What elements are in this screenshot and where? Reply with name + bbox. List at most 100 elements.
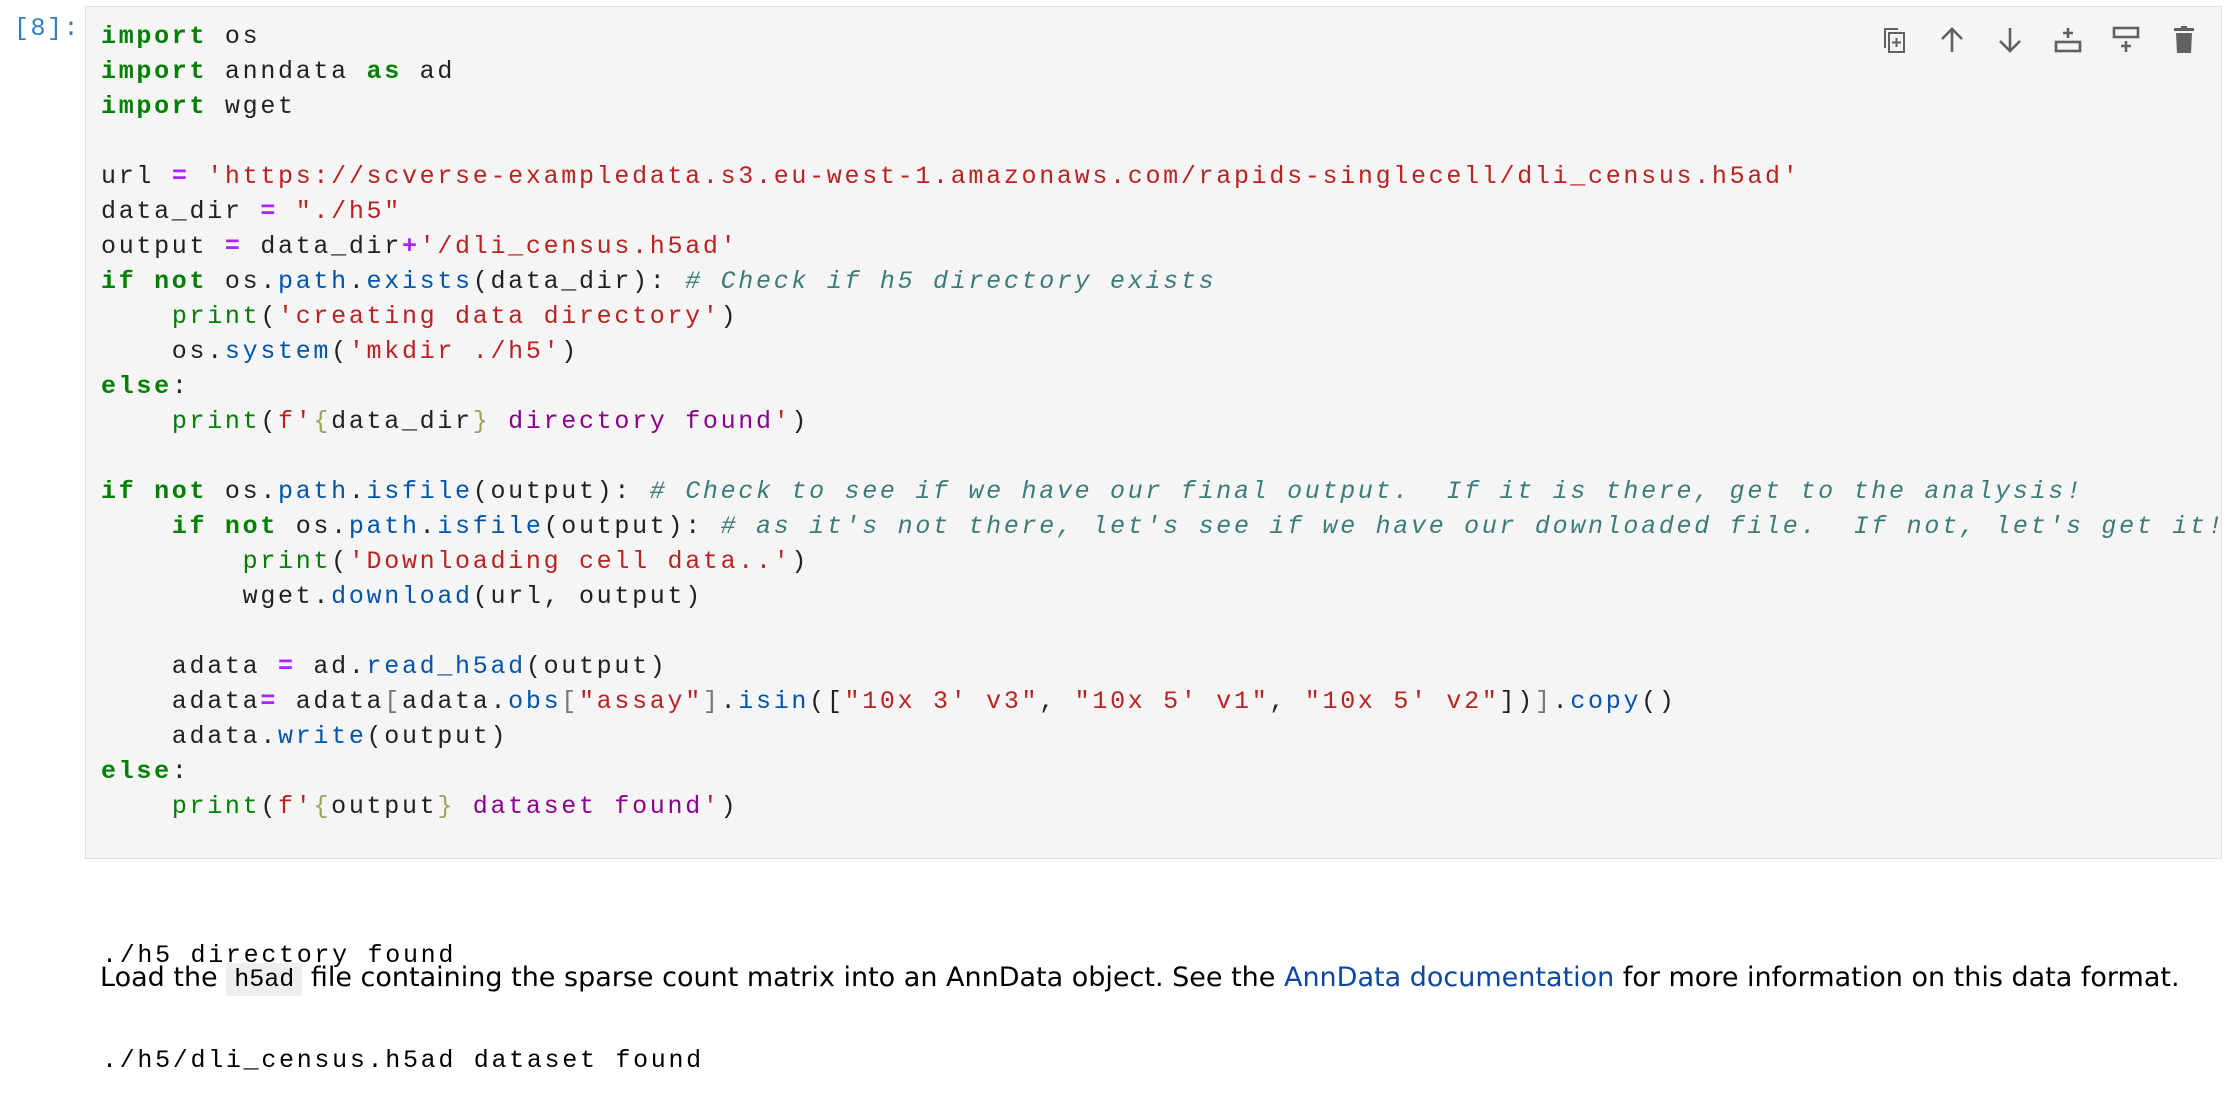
- md-text: Load the: [100, 962, 227, 993]
- code-token: 'https://scverse-exampledata.s3.eu-west-…: [207, 162, 1801, 191]
- code-token: [278, 197, 296, 226]
- code-token: adata: [278, 687, 385, 716]
- code-token: # Check to see if we have our final outp…: [649, 477, 2084, 506]
- code-token: =: [260, 687, 279, 716]
- insert-above-button[interactable]: [2051, 23, 2085, 57]
- markdown-cell: Load the h5ad file containing the sparse…: [100, 962, 2180, 996]
- code-token: ]: [702, 687, 721, 716]
- code-token: output: [101, 232, 225, 261]
- code-token: {: [313, 792, 332, 821]
- code-line: print(f'{data_dir} directory found'): [101, 404, 2225, 439]
- code-token: isin: [738, 687, 810, 716]
- code-token: ad.: [295, 652, 367, 681]
- code-token: ]: [1534, 687, 1553, 716]
- code-token: f': [278, 792, 314, 821]
- code-token: (): [1641, 687, 1677, 716]
- code-line: import wget: [101, 89, 2225, 124]
- code-token: ([: [809, 687, 845, 716]
- code-token: output: [331, 792, 438, 821]
- code-token: not: [154, 477, 208, 506]
- output-line: ./h5/dli_census.h5ad dataset found: [102, 1046, 704, 1075]
- code-token: isfile: [366, 477, 473, 506]
- insert-below-button[interactable]: [2109, 23, 2143, 57]
- code-token: 'mkdir ./h5': [348, 337, 562, 366]
- code-token: import: [101, 92, 208, 121]
- code-token: not: [224, 512, 279, 541]
- code-token: exists: [366, 267, 473, 296]
- code-line: else:: [101, 754, 2225, 789]
- code-token: [101, 302, 172, 331]
- anndata-docs-link[interactable]: AnnData documentation: [1283, 962, 1615, 993]
- code-token: (: [331, 337, 349, 366]
- code-token: [190, 162, 208, 191]
- code-token: ': [702, 792, 721, 821]
- code-token: if: [101, 267, 137, 296]
- code-token: "assay": [578, 687, 703, 716]
- code-token: [101, 792, 172, 821]
- code-token: not: [154, 267, 208, 296]
- code-token: [101, 512, 172, 541]
- code-line: output = data_dir+'/dli_census.h5ad': [101, 229, 2225, 264]
- code-token: [101, 547, 243, 576]
- code-token: read_h5ad: [366, 652, 526, 681]
- code-token: f': [278, 407, 314, 436]
- code-token: copy: [1570, 687, 1642, 716]
- code-token: (output): [525, 652, 668, 681]
- duplicate-cell-button[interactable]: [1877, 23, 1911, 57]
- code-token: os.: [101, 337, 225, 366]
- code-token: os.: [207, 267, 279, 296]
- code-line: [101, 614, 2225, 649]
- code-token: =: [224, 232, 243, 261]
- code-token: ): [791, 407, 810, 436]
- code-token: ': [773, 407, 792, 436]
- arrow-up-icon: [1941, 27, 1963, 52]
- move-up-button[interactable]: [1935, 23, 1969, 57]
- code-token: if: [101, 477, 137, 506]
- code-token: (data_dir):: [472, 267, 686, 296]
- code-token: download: [331, 582, 473, 611]
- cell-toolbar: [1877, 23, 2201, 57]
- code-line: url = 'https://scverse-exampledata.s3.eu…: [101, 159, 2225, 194]
- code-token: [101, 407, 172, 436]
- code-token: .: [1552, 687, 1571, 716]
- code-token: [136, 477, 154, 506]
- code-token: .: [348, 267, 367, 296]
- code-token: else: [101, 757, 172, 786]
- code-token: wget.: [101, 582, 332, 611]
- code-token: "10x 5' v1": [1074, 687, 1270, 716]
- move-down-button[interactable]: [1993, 23, 2027, 57]
- code-token: [: [561, 687, 579, 716]
- code-token: .: [419, 512, 438, 541]
- code-token: else: [101, 372, 172, 401]
- code-line: print('creating data directory'): [101, 299, 2225, 334]
- code-line: [101, 124, 2225, 159]
- code-token: os.: [278, 512, 349, 541]
- code-token: data_dir: [242, 232, 402, 261]
- code-token: write: [278, 722, 367, 751]
- code-token: ): [720, 302, 739, 331]
- trash-icon: [2174, 26, 2194, 53]
- copy-plus-icon: [1884, 28, 1905, 53]
- code-token: }: [437, 792, 456, 821]
- code-token: os: [207, 22, 261, 51]
- code-token: (output): [366, 722, 509, 751]
- code-token: 'Downloading cell data..': [348, 547, 792, 576]
- code-line: else:: [101, 369, 2225, 404]
- code-token: {: [313, 407, 332, 436]
- code-line: print('Downloading cell data..'): [101, 544, 2225, 579]
- code-token: print: [242, 547, 332, 576]
- code-token: =: [260, 197, 279, 226]
- inline-code: h5ad: [226, 963, 303, 996]
- code-token: ,: [1269, 687, 1305, 716]
- code-token: import: [101, 22, 208, 51]
- code-token: adata: [101, 652, 279, 681]
- code-token: path: [278, 267, 349, 296]
- code-token: =: [171, 162, 190, 191]
- code-token: print: [171, 407, 261, 436]
- insert-above-icon: [2054, 28, 2082, 53]
- code-token: ,: [1039, 687, 1075, 716]
- code-token: '/dli_census.h5ad': [419, 232, 739, 261]
- delete-cell-button[interactable]: [2167, 23, 2201, 57]
